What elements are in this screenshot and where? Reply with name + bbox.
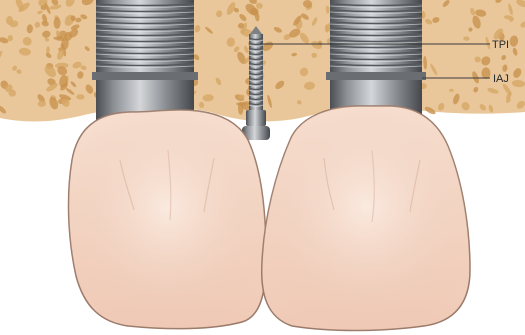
iaj-label: IAJ — [493, 73, 509, 85]
left-crown — [69, 110, 266, 329]
right-implant — [326, 0, 426, 120]
left-implant — [92, 0, 198, 128]
tpi-label: TPI — [492, 39, 509, 51]
right-crown — [262, 106, 470, 331]
